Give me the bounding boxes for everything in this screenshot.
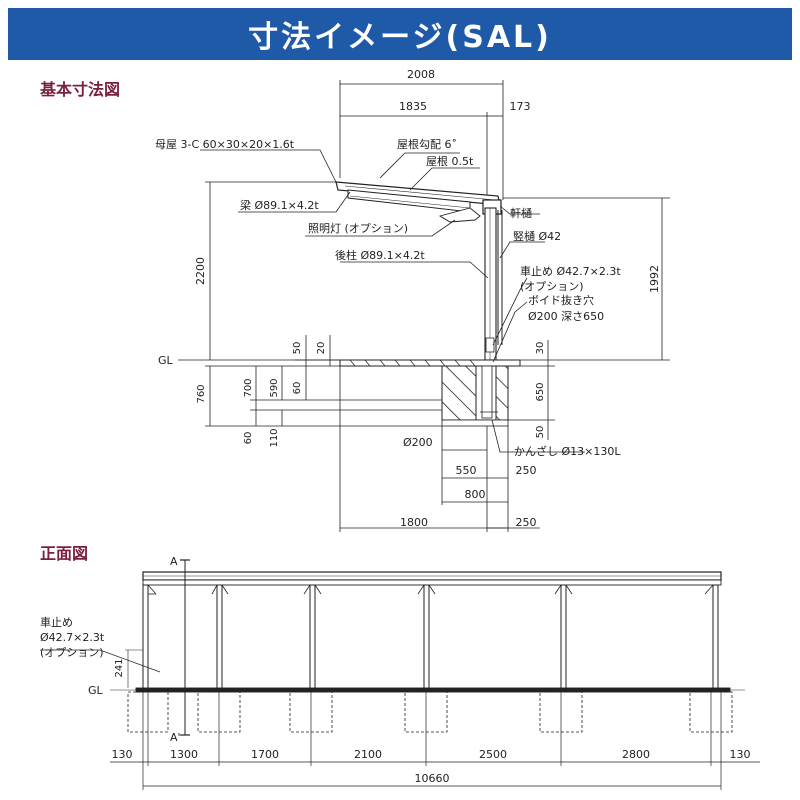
span-5: 2800 (622, 748, 650, 761)
label-front-stopper-3: (オプション) (40, 646, 104, 659)
dim-760: 760 (196, 384, 207, 403)
dim-60-a: 60 (292, 382, 303, 395)
label-void-1: ボイド抜き穴 (528, 293, 594, 307)
span-0: 130 (112, 748, 133, 761)
front-view-labels: A A' 車止め Ø42.7×2.3t (オプション) 241 GL 130 1… (40, 555, 751, 785)
label-bolt: かんざし Ø13×130L (514, 444, 621, 458)
dim-20: 20 (316, 342, 327, 355)
label-slope: 屋根勾配 6˚ (397, 137, 457, 151)
dim-1800: 1800 (400, 516, 428, 529)
dim-phi200: Ø200 (403, 436, 433, 449)
dim-50-b: 50 (535, 426, 546, 439)
dim-total-length: 10660 (415, 772, 450, 785)
dim-60-b: 60 (243, 432, 254, 445)
label-stopper-2: (オプション) (520, 280, 584, 293)
dim-height-right: 1992 (648, 265, 661, 293)
span-6: 130 (730, 748, 751, 761)
section-basic-dims-title: 基本寸法図 (40, 80, 121, 99)
dim-550: 550 (456, 464, 477, 477)
side-view-labels: 2008 1835 173 母屋 3-C 60×30×20×1.6t 屋根勾配 … (155, 68, 661, 529)
label-front-stopper-2: Ø42.7×2.3t (40, 631, 105, 644)
dim-250-b: 250 (516, 516, 537, 529)
section-marker-a: A (170, 555, 178, 568)
section-marker-a-prime: A' (170, 731, 181, 744)
span-4: 2500 (479, 748, 507, 761)
dim-50: 50 (292, 342, 303, 355)
label-beam: 梁 Ø89.1×4.2t (240, 198, 319, 212)
page-title: 寸法イメージ(SAL) (248, 20, 552, 55)
span-1: 1300 (170, 748, 198, 761)
label-light: 照明灯 (オプション) (308, 222, 408, 235)
label-roof: 屋根 0.5t (426, 154, 474, 168)
label-stopper-1: 車止め Ø42.7×2.3t (520, 264, 621, 278)
title-banner: 寸法イメージ(SAL) (8, 8, 792, 60)
label-void-2: Ø200 深さ650 (528, 310, 604, 323)
span-3: 2100 (354, 748, 382, 761)
dim-total-width: 2008 (407, 68, 435, 81)
front-view (40, 559, 760, 790)
label-gutter: 軒樋 (510, 206, 532, 220)
side-view (178, 80, 670, 532)
dim-110: 110 (269, 428, 280, 447)
label-gl: GL (158, 354, 174, 367)
label-purlin: 母屋 3-C 60×30×20×1.6t (155, 138, 295, 151)
dim-650: 650 (535, 382, 546, 401)
dim-roof-width: 1835 (399, 100, 427, 113)
dim-800: 800 (465, 488, 486, 501)
span-2: 1700 (251, 748, 279, 761)
dim-250-a: 250 (516, 464, 537, 477)
label-downpipe: 竪樋 Ø42 (513, 229, 561, 243)
dim-241: 241 (114, 658, 125, 677)
dim-700: 700 (243, 378, 254, 397)
label-post: 後柱 Ø89.1×4.2t (335, 248, 425, 262)
dim-30: 30 (535, 342, 546, 355)
dim-590: 590 (269, 378, 280, 397)
label-front-gl: GL (88, 684, 104, 697)
label-front-stopper-1: 車止め (40, 615, 73, 629)
dim-eave-width: 173 (510, 100, 531, 113)
dim-height-left: 2200 (194, 257, 207, 285)
section-front-view-title: 正面図 (40, 544, 89, 563)
